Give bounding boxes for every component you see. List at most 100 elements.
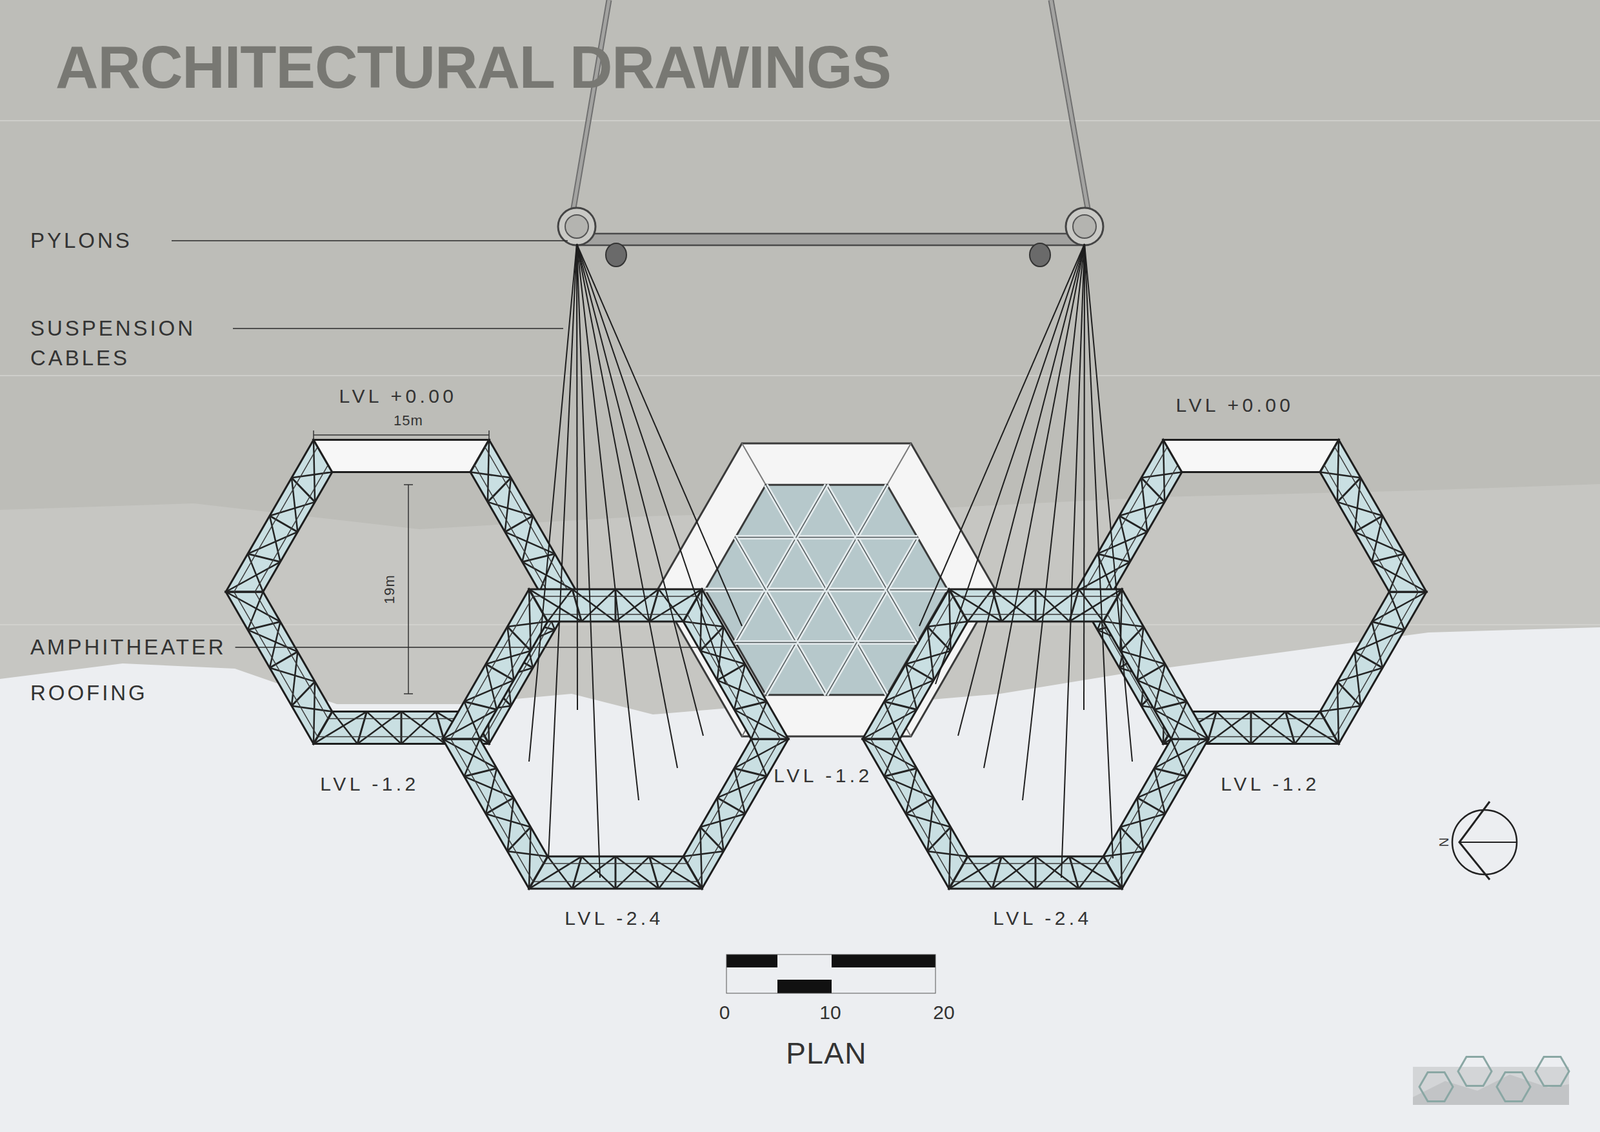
truss-post [1137, 663, 1166, 680]
truss-post [717, 797, 746, 814]
truss-brace [1154, 768, 1166, 815]
glass-band [862, 589, 968, 739]
truss-post [485, 663, 514, 680]
truss-chord [1104, 464, 1178, 592]
truss-post [949, 856, 968, 889]
truss-chord [687, 738, 759, 864]
pylon-cable [571, 0, 610, 220]
truss-chord [1107, 614, 1179, 739]
truss-brace [1137, 680, 1188, 702]
glass-band [529, 856, 702, 889]
compass-chevron [1459, 801, 1490, 880]
truss-post [927, 626, 951, 651]
glass-band [862, 738, 968, 889]
glass-band [1075, 439, 1182, 592]
suspension-cable [548, 243, 577, 859]
roof-mullion [856, 640, 918, 645]
truss-chord [1107, 738, 1179, 864]
truss-post [1069, 856, 1079, 889]
truss-post [464, 701, 498, 710]
truss-brace [464, 680, 515, 702]
suspension-cable [576, 243, 742, 626]
suspension-cable [983, 243, 1085, 768]
truss-post [1354, 651, 1383, 668]
truss-brace [1320, 705, 1361, 712]
north-letter: N [1436, 837, 1452, 847]
roof-mullion-edge [735, 536, 797, 539]
truss-chord [952, 880, 1118, 882]
suspension-cable [576, 243, 639, 800]
truss-chord [234, 591, 319, 737]
truss-chord [870, 738, 954, 882]
roof-mullion-edge [735, 589, 766, 642]
truss-post [1120, 626, 1144, 651]
truss-chord [254, 591, 328, 719]
truss-post [1034, 856, 1037, 889]
roof-mullion-edge [796, 484, 827, 537]
glass-band [470, 439, 577, 592]
truss-brace [700, 827, 702, 890]
truss-post [1120, 827, 1144, 852]
suspension-cable [919, 243, 1085, 626]
truss-brace [1250, 711, 1295, 744]
roof-mullion [796, 641, 827, 695]
truss-brace [683, 850, 724, 857]
truss-brace [442, 738, 497, 769]
truss-brace [1001, 589, 1036, 622]
roof-mullion-edge [765, 589, 797, 642]
truss-post [734, 768, 768, 777]
truss-brace [949, 827, 951, 890]
scale-number: 0 [719, 1001, 731, 1024]
truss-post [521, 553, 555, 562]
pylon-cable [1050, 0, 1090, 220]
truss-post [1371, 621, 1405, 630]
dimension-tick [403, 483, 413, 486]
level-label: LVL -1.2 [773, 764, 873, 787]
truss-brace [1035, 856, 1079, 889]
pavilion-frame [225, 439, 577, 744]
truss-chord [1323, 464, 1397, 592]
truss-post [700, 827, 724, 852]
drawing-caption: PLAN [785, 1035, 868, 1071]
suspension-cables [529, 243, 1133, 878]
leader-lines [171, 240, 735, 648]
truss-brace [700, 813, 746, 828]
roof-mullion-edge [856, 589, 888, 642]
compass-circle [1452, 809, 1517, 875]
roof-mullion-edge [856, 537, 888, 590]
leader-line [232, 327, 564, 330]
truss-brace [1216, 711, 1251, 744]
truss-brace [1035, 856, 1070, 889]
roof-mullion-edge [826, 641, 857, 695]
guide-line [0, 374, 1600, 377]
roof-mullion [735, 589, 766, 642]
pylon-cable [1050, 0, 1090, 220]
compass-axis [1459, 841, 1517, 843]
truss-brace [247, 553, 264, 592]
beam-bracket [605, 243, 627, 267]
truss-chord [234, 446, 319, 592]
truss-brace [269, 501, 315, 516]
level-label: LVL -2.4 [564, 907, 664, 930]
roof-mullion-edge [887, 589, 918, 642]
truss-brace [649, 856, 702, 889]
truss-brace [464, 701, 480, 739]
truss-brace [1170, 738, 1187, 777]
truss-post [247, 553, 281, 562]
callout-label: AMPHITHEATER [30, 634, 227, 660]
truss-brace [269, 667, 315, 682]
pavilion-frame [862, 589, 1209, 889]
deck-band [313, 439, 490, 472]
roof-mullion [765, 589, 797, 642]
truss-brace [470, 471, 511, 478]
suspension-cable [1061, 243, 1085, 878]
truss-brace [734, 768, 746, 815]
truss-brace [615, 856, 659, 889]
truss-brace [313, 681, 315, 744]
roof-mullion [735, 537, 766, 590]
truss-brace [291, 471, 333, 478]
truss-brace [683, 621, 724, 627]
truss-brace [581, 589, 616, 622]
